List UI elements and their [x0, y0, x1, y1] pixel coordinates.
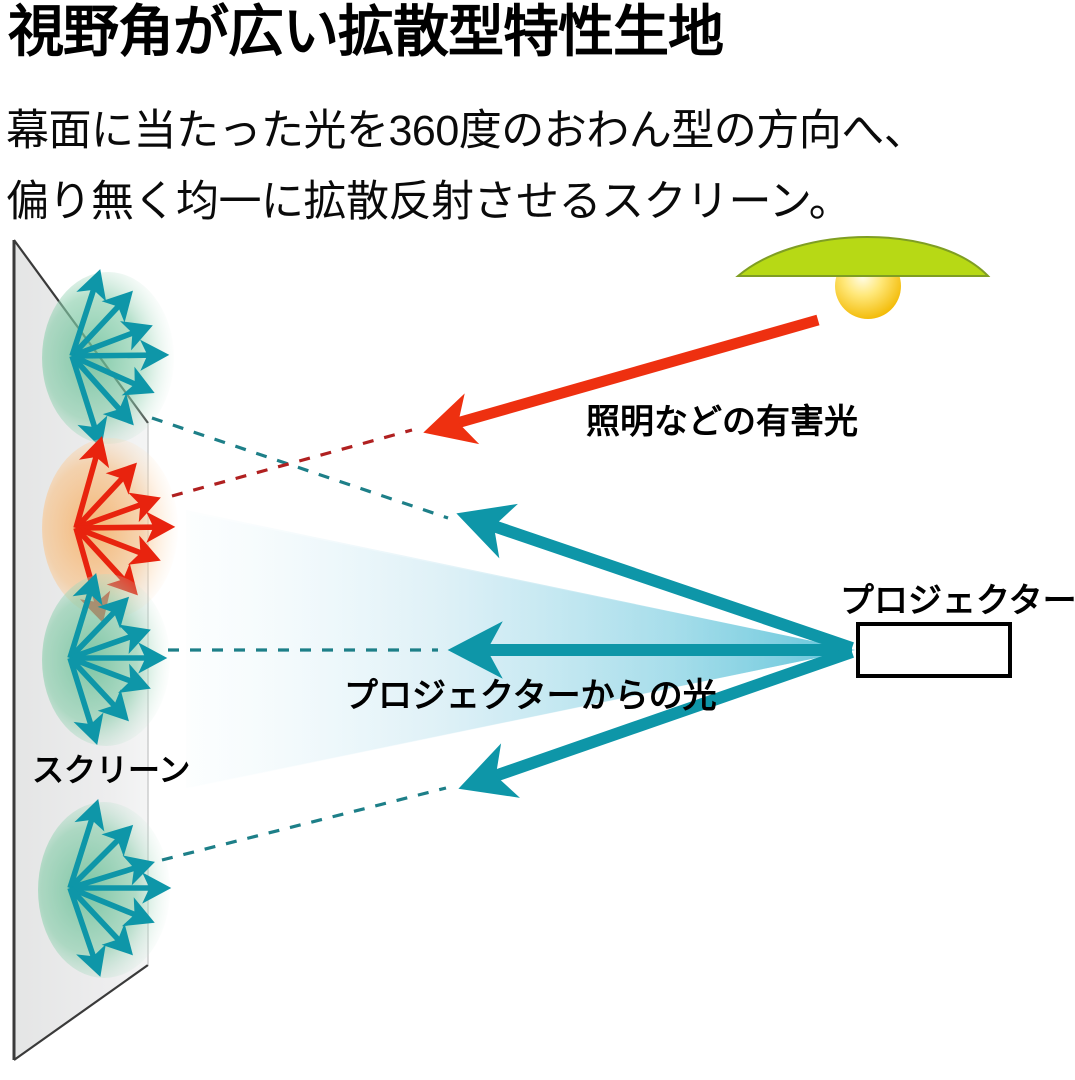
beam-lower-arrow	[458, 646, 854, 798]
lobe-middle-rays	[73, 435, 176, 624]
dashed-guides	[151, 416, 449, 862]
beam-arrows	[447, 503, 854, 798]
harmful-light-beam	[423, 314, 820, 445]
label-projector-light: プロジェクターからの光	[344, 677, 717, 715]
lobe-lower-rays	[67, 573, 168, 745]
page-title: 視野角が広い拡散型特性生地	[8, 0, 724, 63]
lamp	[735, 236, 991, 319]
subtitle-line-2: 偏り無く均一に拡散反射させるスクリーン。	[6, 178, 852, 226]
diffusion-diagram: 照明などの有害光 プロジェクターからの光 プロジェクター スクリーン	[0, 228, 1075, 1080]
label-harmful-light: 照明などの有害光	[586, 403, 858, 441]
lobe-bottom-rays	[67, 799, 172, 977]
label-projector: プロジェクター	[840, 582, 1075, 620]
lobe-top-rays	[69, 269, 170, 448]
beam-upper-arrow	[456, 503, 854, 654]
subtitle-line-1: 幕面に当たった光を360度のおわん型の方向へ、	[6, 107, 927, 155]
label-screen: スクリーン	[32, 752, 190, 788]
lamp-shade-icon	[735, 236, 991, 277]
projector-device[interactable]	[856, 622, 1012, 678]
